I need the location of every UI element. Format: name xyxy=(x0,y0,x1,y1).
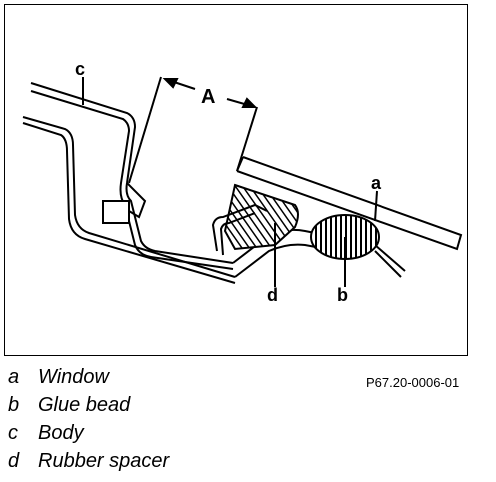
legend-text: Window xyxy=(38,366,109,388)
diagram-frame: A c a d b xyxy=(4,4,468,356)
legend: a Window b Glue bead c Body d Rubber spa… xyxy=(8,366,169,478)
glue-bead xyxy=(223,183,299,251)
dimension-a xyxy=(128,76,258,184)
leader-lines xyxy=(82,77,378,287)
callout-c: c xyxy=(75,59,85,79)
legend-item: b Glue bead xyxy=(8,394,169,422)
legend-key: a xyxy=(8,366,20,388)
callout-b: b xyxy=(337,285,348,305)
legend-key: d xyxy=(8,450,20,472)
rubber-spacer xyxy=(211,203,268,256)
legend-item: c Body xyxy=(8,422,169,450)
legend-text: Glue bead xyxy=(38,394,131,416)
figure-reference: P67.20-0006-01 xyxy=(366,375,460,390)
legend-text: Body xyxy=(38,422,84,444)
legend-item: a Window xyxy=(8,366,169,394)
legend-key: c xyxy=(8,422,18,444)
callout-d: d xyxy=(267,285,278,305)
dimension-label: A xyxy=(201,86,215,108)
flange-clip xyxy=(102,182,147,224)
window-bonding-diagram: A c a d b xyxy=(22,59,463,305)
legend-key: b xyxy=(8,394,20,416)
legend-item: d Rubber spacer xyxy=(8,450,169,478)
callout-a: a xyxy=(371,173,382,193)
legend-text: Rubber spacer xyxy=(38,450,170,472)
